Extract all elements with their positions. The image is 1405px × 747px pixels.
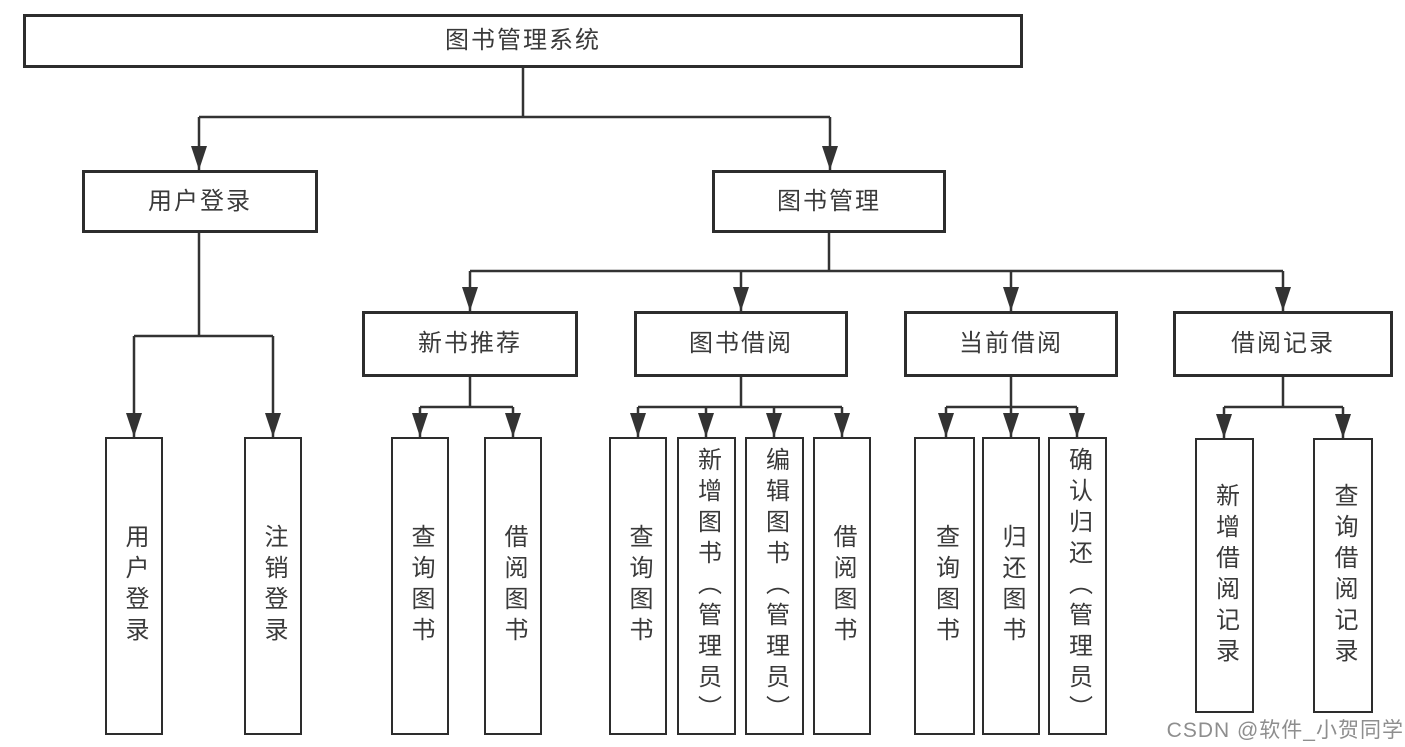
node-label: 当前借阅 (959, 330, 1063, 357)
node-leaf-add-books: 新增图书（管理员） (677, 437, 736, 735)
node-leaf-confirm-return: 确认归还（管理员） (1048, 437, 1107, 735)
node-leaf-edit-books: 编辑图书（管理员） (745, 437, 804, 735)
node-label: 图书管理系统 (445, 27, 601, 54)
node-label: 查询图书 (407, 524, 434, 648)
node-leaf-query-books-1: 查询图书 (391, 437, 449, 735)
node-label: 图书借阅 (689, 330, 793, 357)
node-label: 查询图书 (625, 524, 652, 648)
node-label: 归还图书 (998, 524, 1025, 648)
node-leaf-query-books-3: 查询图书 (914, 437, 975, 735)
node-current-borrowing: 当前借阅 (904, 311, 1118, 377)
node-label: 借阅图书 (829, 524, 856, 648)
csdn-watermark: CSDN @软件_小贺同学 (1166, 719, 1404, 742)
node-leaf-borrow-books-1: 借阅图书 (484, 437, 542, 735)
node-borrowing-records: 借阅记录 (1173, 311, 1393, 377)
node-label: 用户登录 (121, 524, 148, 648)
node-new-book-recommend: 新书推荐 (362, 311, 578, 377)
node-label: 借阅图书 (500, 524, 527, 648)
node-label: 图书管理 (777, 187, 881, 215)
node-root: 图书管理系统 (23, 14, 1023, 68)
node-label: 新增图书（管理员） (693, 446, 721, 726)
node-label: 新书推荐 (418, 330, 522, 357)
node-label: 用户登录 (148, 187, 252, 215)
node-label: 查询图书 (931, 524, 959, 648)
node-label: 注销登录 (260, 524, 287, 648)
node-label: 借阅记录 (1231, 330, 1335, 357)
node-label: 新增借阅记录 (1211, 482, 1239, 669)
node-leaf-logout: 注销登录 (244, 437, 302, 735)
node-leaf-query-borrow-record: 查询借阅记录 (1313, 438, 1373, 713)
node-book-borrowing: 图书借阅 (634, 311, 848, 377)
node-label: 查询借阅记录 (1330, 482, 1357, 669)
node-label: 确认归还（管理员） (1064, 446, 1092, 726)
node-user-login: 用户登录 (82, 170, 318, 233)
node-leaf-return-books: 归还图书 (982, 437, 1040, 735)
node-book-management: 图书管理 (712, 170, 946, 233)
node-leaf-borrow-books-2: 借阅图书 (813, 437, 871, 735)
node-leaf-query-books-2: 查询图书 (609, 437, 667, 735)
node-leaf-user-login: 用户登录 (105, 437, 163, 735)
node-leaf-add-borrow-record: 新增借阅记录 (1195, 438, 1254, 713)
node-label: 编辑图书（管理员） (761, 446, 789, 726)
